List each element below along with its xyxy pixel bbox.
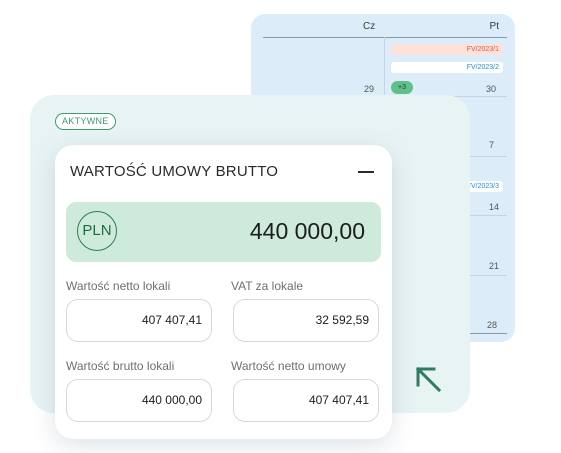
- card-title: WARTOŚĆ UMOWY BRUTTO: [70, 163, 279, 180]
- total-value: 440 000,00: [249, 218, 365, 244]
- gross-units-field[interactable]: 440 000,00: [66, 379, 212, 422]
- currency-badge: PLN: [77, 211, 117, 251]
- more-events-badge[interactable]: +3: [391, 81, 413, 94]
- contract-value-card: WARTOŚĆ UMOWY BRUTTO PLN 440 000,00 Wart…: [55, 145, 392, 439]
- calendar-date: 30: [486, 84, 497, 94]
- calendar-date: 7: [489, 140, 495, 150]
- calendar-date: 21: [489, 261, 500, 271]
- calendar-date: 28: [487, 320, 498, 330]
- net-units-field[interactable]: 407 407,41: [66, 299, 212, 342]
- calendar-event[interactable]: FV/2023/2: [391, 62, 503, 73]
- calendar-date: 14: [489, 202, 500, 212]
- day-header-friday: Pt: [489, 21, 499, 32]
- net-contract-field[interactable]: 407 407,41: [233, 379, 379, 422]
- day-header-thursday: Cz: [363, 21, 376, 32]
- calendar-event[interactable]: FV/2023/1: [391, 44, 503, 55]
- vat-units-field[interactable]: 32 592,59: [233, 299, 379, 342]
- total-value-box: PLN 440 000,00: [66, 202, 381, 262]
- calendar-date: 29: [364, 84, 375, 94]
- calendar-header-divider: [263, 37, 507, 38]
- field-label-vat-units: VAT za lokale: [231, 279, 304, 293]
- field-label-net-units: Wartość netto lokali: [66, 279, 171, 293]
- status-badge: AKTYWNE: [55, 113, 116, 130]
- field-label-gross-units: Wartość brutto lokali: [66, 359, 175, 373]
- field-label-net-contract: Wartość netto umowy: [231, 359, 346, 373]
- collapse-icon[interactable]: [358, 171, 374, 173]
- calendar-header: Cz Pt: [251, 14, 515, 36]
- arrow-up-left-icon[interactable]: [413, 364, 443, 394]
